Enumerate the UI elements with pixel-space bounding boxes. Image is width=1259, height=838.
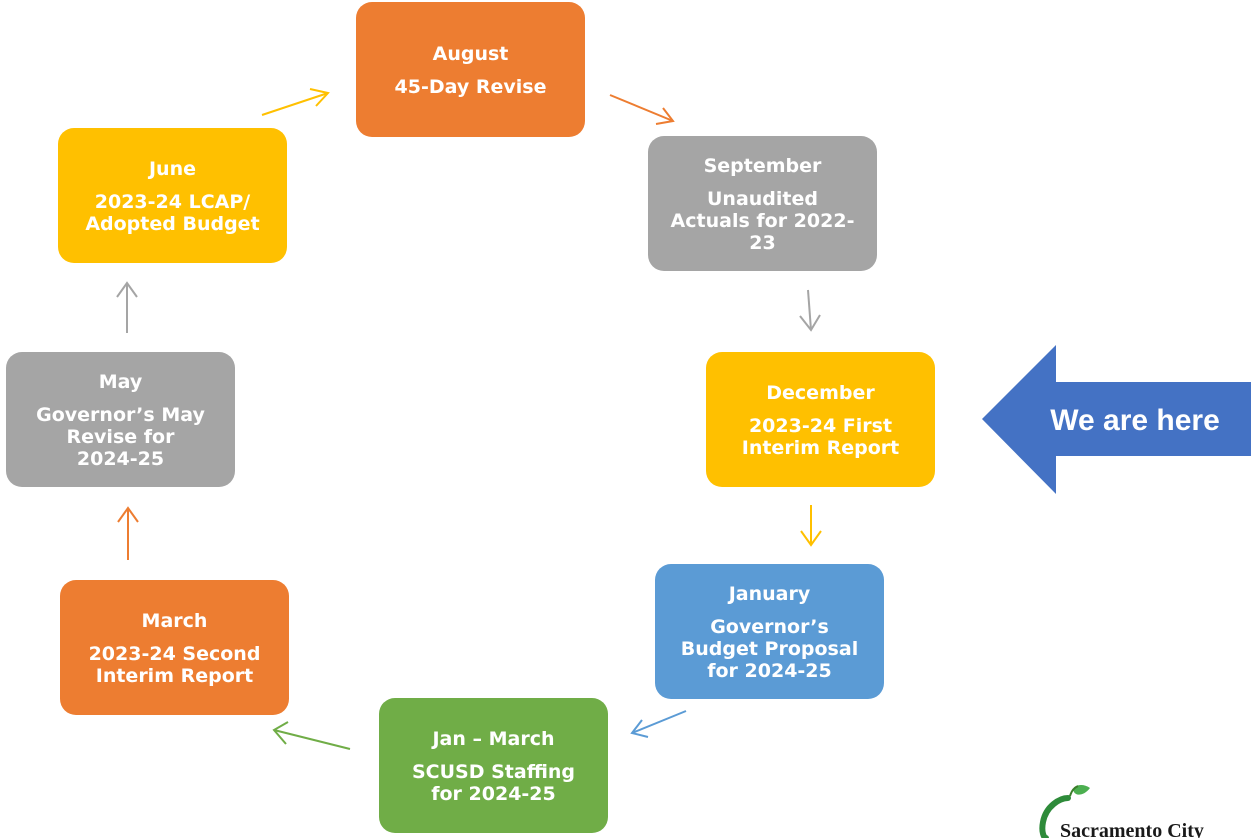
arrow-janmarch-to-march — [272, 721, 351, 750]
step-month: August — [432, 42, 509, 65]
step-description: Unaudited Actuals for 2022- 23 — [670, 187, 855, 254]
step-description: SCUSD Staffing for 2024-25 — [411, 760, 576, 805]
arrow-september-to-december — [799, 289, 821, 332]
arrow-march-to-may — [117, 506, 139, 560]
step-march: March 2023-24 Second Interim Report — [60, 580, 289, 715]
step-description: Governor’s Budget Proposal for 2024-25 — [680, 615, 859, 682]
step-may: May Governor’s May Revise for 2024-25 — [6, 352, 235, 487]
arrow-december-to-january — [800, 505, 822, 547]
arrow-august-to-september — [609, 94, 675, 125]
arrow-may-to-june — [116, 281, 138, 333]
step-description: 2023-24 LCAP/ Adopted Budget — [85, 190, 260, 235]
we-are-here-arrow — [982, 345, 1251, 494]
we-are-here-label: We are here — [1050, 404, 1220, 437]
step-jan-march: Jan – March SCUSD Staffing for 2024-25 — [379, 698, 608, 833]
step-month: June — [148, 157, 196, 180]
step-month: Jan – March — [432, 727, 555, 750]
step-december: December 2023-24 First Interim Report — [706, 352, 935, 487]
step-month: December — [766, 381, 875, 404]
arrow-june-to-august — [261, 88, 330, 116]
step-month: September — [703, 154, 822, 177]
step-month: January — [728, 582, 811, 605]
apple-logo-icon — [1039, 785, 1090, 838]
logo-text: Sacramento City — [1060, 820, 1204, 838]
arrow-january-to-janmarch — [630, 710, 687, 738]
district-logo: Sacramento City — [1030, 784, 1259, 838]
step-description: 45-Day Revise — [394, 75, 547, 98]
step-january: January Governor’s Budget Proposal for 2… — [655, 564, 884, 699]
step-september: September Unaudited Actuals for 2022- 23 — [648, 136, 877, 271]
step-month: May — [98, 370, 143, 393]
step-august: August 45-Day Revise — [356, 2, 585, 137]
step-month: March — [141, 609, 208, 632]
step-description: 2023-24 First Interim Report — [741, 414, 900, 459]
step-june: June 2023-24 LCAP/ Adopted Budget — [58, 128, 287, 263]
step-description: Governor’s May Revise for 2024-25 — [36, 403, 205, 470]
step-description: 2023-24 Second Interim Report — [88, 642, 261, 687]
